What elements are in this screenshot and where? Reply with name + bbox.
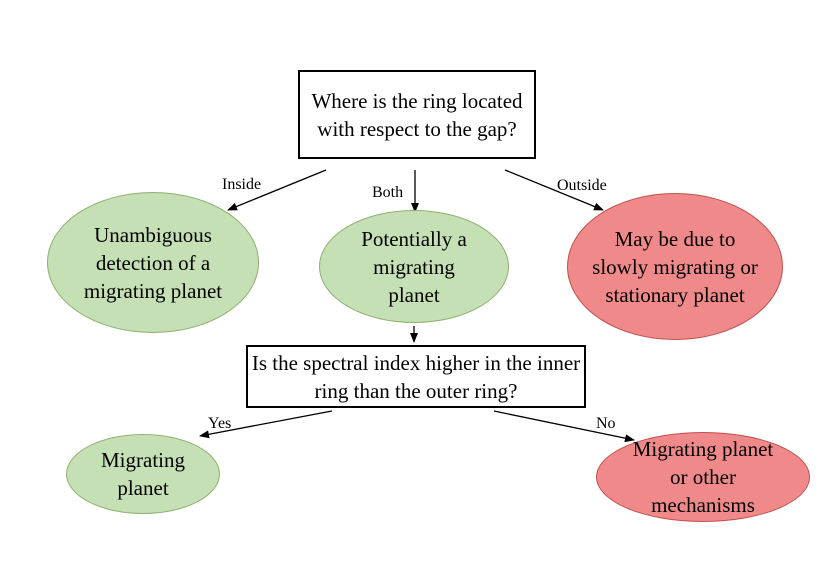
result-other-mechanisms: Migrating planet or other mechanisms xyxy=(596,432,810,522)
result-other-mechanisms-text: Migrating planet or other mechanisms xyxy=(632,437,774,517)
question-ring-location-text: Where is the ring located with respect t… xyxy=(311,88,523,141)
question-ring-location: Where is the ring located with respect t… xyxy=(298,70,536,159)
result-unambiguous-detection-text: Unambiguous detection of a migrating pla… xyxy=(83,222,223,303)
result-migrating-planet-text: Migrating planet xyxy=(101,448,185,500)
edge-label-no: No xyxy=(596,415,616,432)
arrow-outside xyxy=(504,169,604,211)
edge-label-outside: Outside xyxy=(557,177,607,194)
edge-label-both: Both xyxy=(372,184,404,201)
result-potentially-migrating: Potentially a migrating planet xyxy=(319,210,509,323)
result-migrating-planet: Migrating planet xyxy=(66,434,220,514)
result-potentially-migrating-text: Potentially a migrating planet xyxy=(361,226,467,307)
edge-label-inside: Inside xyxy=(222,176,262,193)
question-spectral-index: Is the spectral index higher in the inne… xyxy=(246,345,586,408)
question-spectral-index-text: Is the spectral index higher in the inne… xyxy=(251,350,581,403)
result-unambiguous-detection: Unambiguous detection of a migrating pla… xyxy=(47,192,259,333)
result-slowly-migrating-or-stationary-text: May be due to slowly migrating or statio… xyxy=(592,226,758,307)
arrow-inside xyxy=(227,169,327,211)
arrow-yes xyxy=(199,410,333,439)
edge-label-yes: Yes xyxy=(208,415,232,432)
arrow-no xyxy=(493,410,635,443)
result-slowly-migrating-or-stationary: May be due to slowly migrating or statio… xyxy=(567,193,783,340)
